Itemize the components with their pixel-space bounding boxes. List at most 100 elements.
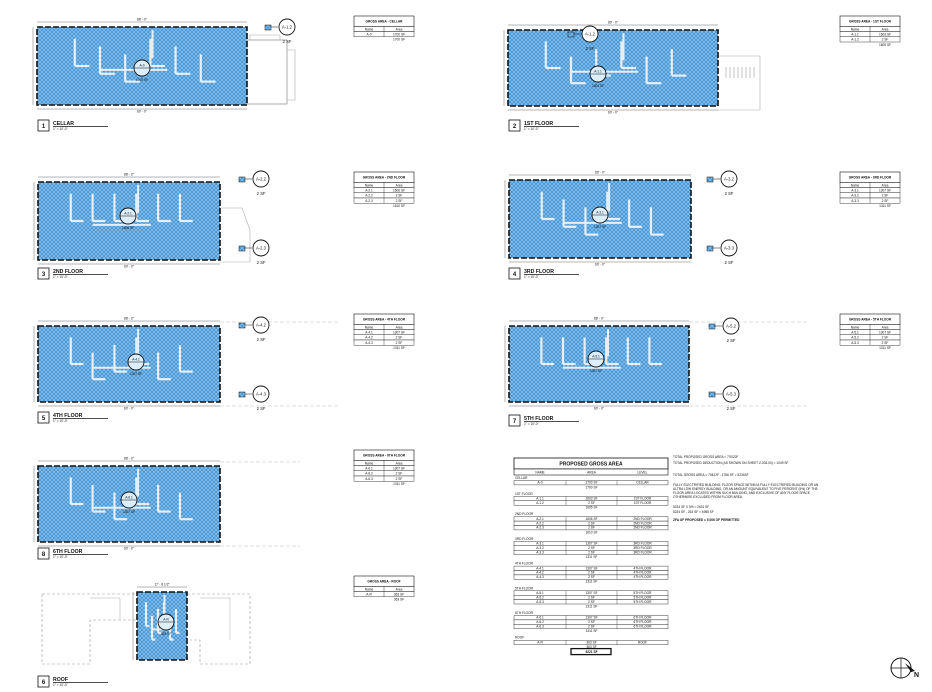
side-area-tag: A-5.22 SF [708,317,740,343]
side-tag-id: A-5.2 [726,324,737,329]
table-cell-area: 2 SF [882,199,889,203]
area-tag-value: 1603 SF [592,84,604,88]
table-header: Area [396,27,403,31]
schedule-cell: 2 SF [588,575,595,579]
plan-number: 5 [42,416,46,422]
table-header: Name [365,27,374,31]
area-note: TOTAL GROSS AREA = 70422F - 1786 SF = 52… [673,473,749,477]
side-tag-value: 2 SF [725,191,734,196]
side-area-tag: A-4.32 SF [238,385,270,411]
schedule-cell: 2 SF [588,550,595,554]
side-tag-id: A-3.3 [724,246,735,251]
plan-title: 4TH FLOOR [53,413,83,419]
schedule-subtotal: 1610 SF [585,530,597,534]
bottom-dimension: 60' - 0" [137,110,147,114]
schedule-subtotal: 1700 SF [585,485,597,489]
plan-scale: 1" = 10'-0" [53,127,68,131]
plan-title: 5TH FLOOR [524,416,554,422]
table-cell-area: 2 SF [396,336,403,340]
side-area-tag: A-3.2 2 SF [706,170,738,196]
north-arrow-icon: N [890,657,919,679]
side-tag-value: 2 SF [727,406,736,411]
side-tag-id: A-1.2 [282,25,293,30]
table-cell-area: 2 SF [882,341,889,345]
schedule-subtotal: 1311 SF [586,580,598,584]
small-area-hatch [264,24,272,31]
table-cell-name: A-2.1 [365,189,373,193]
area-note: FLOOR AREA LOCATED WITHIN SUCH BUILDING,… [673,491,810,495]
table-header: Name [851,325,860,329]
plan-scale: 1" = 10'-0" [524,422,539,426]
schedule-cell: 2ND FLOOR [633,526,652,530]
side-tag-icon [720,239,738,257]
schedule-group-label: 4TH FLOOR [515,562,534,566]
schedule-cell: A-2.2 [536,521,544,525]
schedule-cell: CELLAR [636,481,649,485]
table-total: 1311 SF [393,346,405,350]
schedule-cell: 4TH FLOOR [634,566,653,570]
table-title: GROSS AREA - ROOF [367,580,400,584]
table-cell-name: A-6.2 [365,472,373,476]
area-tag-id: A-2.1 [124,212,132,216]
plan-title: 6TH FLOOR [53,549,83,555]
schedule-row-box [513,500,669,506]
plan-scale: 1" = 10'-0" [53,275,68,279]
area-tag-value: 363 SF [161,632,171,636]
schedule-cell: 3RD FLOOR [633,542,652,546]
table-cell-name: A-2.3 [365,199,373,203]
table-cell-area: 2 SF [396,341,403,345]
side-tag-id: A-3.2 [724,177,735,182]
width-dimension: 88' - 0" [124,173,134,177]
small-area-hatch [238,176,246,183]
area-note: 5234 SF X 5% = 2631 SF [673,505,709,509]
svg-text:N: N [914,672,919,679]
side-area-tag: A-5.32 SF [708,385,740,411]
area-tag-id: A-4.1 [132,358,140,362]
schedule-cell: 6TH FLOOR [634,625,653,629]
schedule-cell: 2 SF [588,620,595,624]
schedule-group-label: CELLAR [515,476,528,480]
plan-scale: 1" = 10'-0" [53,419,68,423]
table-cell-name: A-6.3 [365,477,373,481]
area-note: FULLY ELECTRIFIED BUILDING: FLOOR SPACE … [673,483,819,487]
table-total: 1311 SF [879,204,891,208]
table-cell-area: 1307 SF [393,467,405,471]
table-cell-name: A-2.2 [365,194,373,198]
table-cell-area: 1606 SF [393,189,405,193]
schedule-subtotal: 1605 SF [585,506,597,510]
schedule-cell: 4TH FLOOR [634,575,653,579]
side-tag-id: A-4.2 [256,323,267,328]
plan-title: 2ND FLOOR [53,269,83,275]
side-tag-id: A-2.3 [256,246,267,251]
adjacent-outline [220,461,300,547]
plan-title: 3RD FLOOR [524,269,554,275]
schedule-cell: 5TH FLOOR [634,591,653,595]
small-area-hatch [706,176,714,183]
plan-number: 3 [42,272,46,278]
table-cell-name: A-R [366,593,372,597]
schedule-cell: A-R [537,640,543,644]
bottom-dimension: 60' - 0" [594,407,604,411]
table-title: GROSS AREA - 6TH FLOOR [363,454,406,458]
small-area-hatch [238,245,246,252]
area-note: OTHERWISE EXCLUDED FROM FLOOR AREA. [673,495,743,499]
schedule-cell: 4TH FLOOR [634,571,653,575]
schedule-header: LEVEL [638,470,648,474]
plan-number-box [37,547,50,560]
schedule-cell: A-2.1 [536,517,544,521]
schedule-cell: A-2.3 [536,526,544,530]
table-header: Name [851,183,860,187]
schedule-cell: A-3.2 [536,546,544,550]
